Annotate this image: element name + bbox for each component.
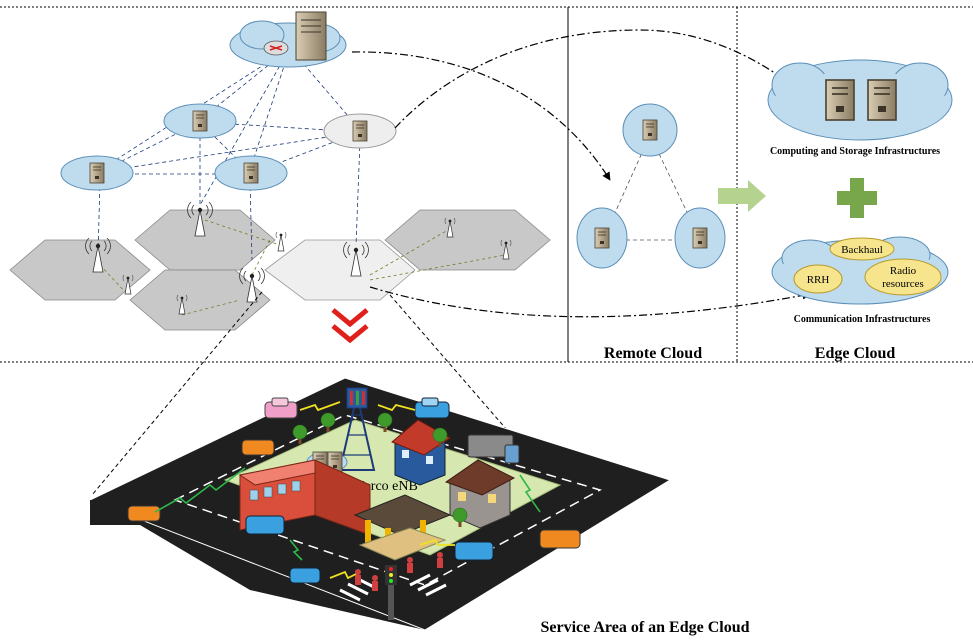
car-blue-3 xyxy=(454,541,494,561)
rrh-resource xyxy=(793,264,843,294)
edge-cloud-label: Edge Cloud xyxy=(815,345,896,362)
chevron-down-icon xyxy=(331,308,369,344)
plus-icon xyxy=(837,178,877,218)
resource-rrh: RRH xyxy=(807,274,830,286)
truck-gray xyxy=(467,434,520,464)
car-orange-1 xyxy=(241,439,275,456)
car-orange-3 xyxy=(539,529,581,549)
computing-cloud xyxy=(767,59,953,141)
router-icon xyxy=(269,45,283,51)
communication-cloud xyxy=(771,236,949,305)
wireless-links xyxy=(154,467,541,561)
red-building xyxy=(238,459,371,536)
local-links xyxy=(99,219,506,316)
edge-cloud-node-2 xyxy=(60,155,134,191)
remote-cloud-network xyxy=(576,103,726,269)
backhaul-resource xyxy=(829,237,895,261)
car-pink xyxy=(264,397,298,419)
service-area-label: Service Area of an Edge Cloud xyxy=(540,619,749,636)
communication-infra-label: Communication Infrastructures xyxy=(794,314,931,325)
edge-cloud-node-1 xyxy=(163,103,237,139)
gas-station xyxy=(353,494,452,561)
cell-hexagons xyxy=(9,209,551,331)
pedestrians xyxy=(355,552,443,591)
edge-cloud-node-4-highlighted xyxy=(323,113,397,149)
connection-arrows xyxy=(351,29,811,318)
car-orange-2 xyxy=(127,505,161,522)
remote-cloud-label: Remote Cloud xyxy=(604,345,702,362)
green-arrow-icon xyxy=(718,180,766,212)
car-blue-2 xyxy=(245,515,285,535)
computing-infra-label: Computing and Storage Infrastructures xyxy=(770,146,940,157)
car-blue-4 xyxy=(289,567,321,584)
enb-tower xyxy=(338,387,376,471)
city-service-area: Marco eNB xyxy=(88,377,672,631)
radio-resource xyxy=(864,258,942,296)
resource-backhaul: Backhaul xyxy=(841,244,883,256)
core-cloud xyxy=(229,11,347,68)
edge-cloud-node-3 xyxy=(214,155,288,191)
blue-house xyxy=(391,419,451,486)
traffic-light xyxy=(385,565,397,620)
car-blue-1 xyxy=(414,397,450,419)
